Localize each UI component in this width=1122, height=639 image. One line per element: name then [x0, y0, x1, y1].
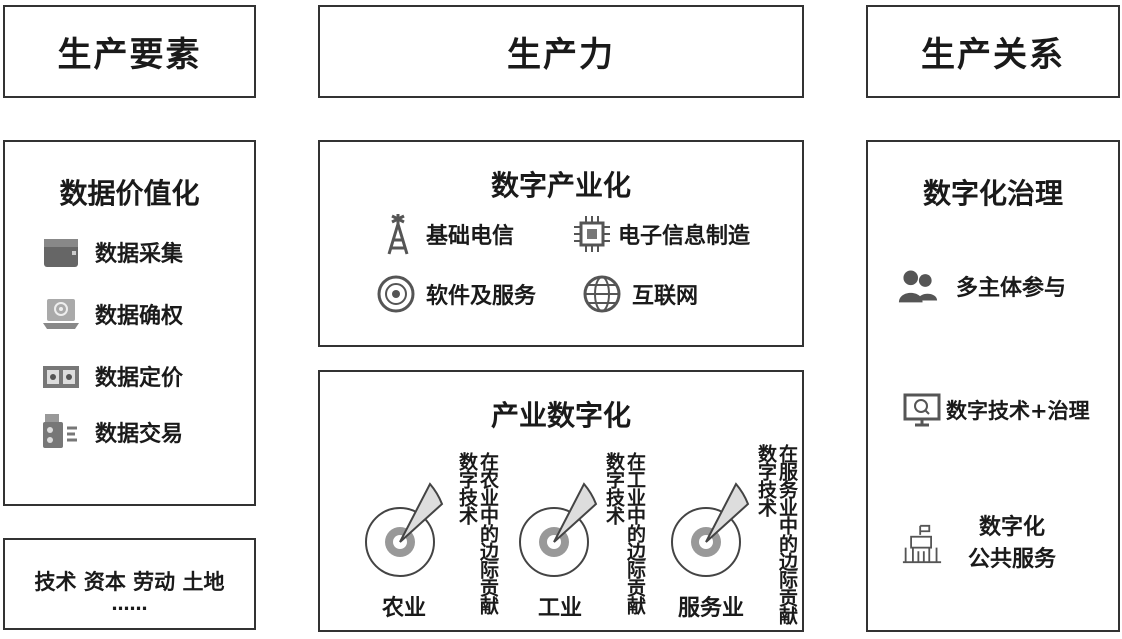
folder-icon [41, 234, 81, 270]
services-desc-col2: 在服务业中的边际贡献 [776, 444, 798, 624]
internet-item: 互联网 [582, 275, 698, 313]
data-trading-item: 数据交易 [41, 414, 183, 450]
monitor-search-icon [902, 392, 942, 428]
tech-governance-item: 数字技术+治理 [902, 392, 1090, 428]
agriculture-desc-col1: 数字技术 [456, 452, 478, 524]
traditional-factors-panel: 技术 资本 劳动 土地 …… [3, 538, 256, 630]
industry-label: 工业 [538, 596, 583, 621]
services-contribution-chart [671, 482, 750, 577]
tower-icon [378, 214, 418, 255]
people-icon [898, 268, 938, 304]
public-services-text: 数字化 公共服务 [968, 515, 1057, 572]
industry-desc-col2: 在工业中的边际贡献 [624, 452, 646, 614]
digital-industrialization-title: 数字产业化 [490, 169, 631, 202]
factors-list: 技术 资本 劳动 土地 [34, 570, 225, 594]
column-header-relations: 生产关系 [866, 5, 1120, 98]
digital-governance-title: 数字化治理 [922, 177, 1063, 210]
digital-industrialization-panel: 数字产业化 基础电信 电子信息制造 软件及服务 互联网 [318, 140, 804, 347]
industrial-digitalization-title: 产业数字化 [490, 399, 631, 432]
public-services-item: 数字化 公共服务 [902, 512, 1056, 576]
data-rights-item: 数据确权 [41, 296, 183, 332]
column-header-productivity: 生产力 [318, 5, 804, 98]
data-valorization-panel: 数据价值化 数据采集 数据确权 数据定价 数据交易 [3, 140, 256, 506]
basic-telecom-item: 基础电信 [378, 214, 514, 255]
disc-icon [376, 275, 416, 313]
price-tag-icon [41, 358, 81, 394]
digital-governance-panel: 数字化治理 多主体参与 数字技术+治理 数字化 公共服务 [866, 140, 1120, 632]
software-services-item: 软件及服务 [376, 275, 536, 313]
services-label: 服务业 [678, 596, 745, 621]
public-building-icon [902, 524, 942, 564]
column-header-elements: 生产要素 [3, 5, 256, 98]
industry-desc-col1: 数字技术 [603, 452, 625, 524]
factors-ellipsis: …… [111, 594, 148, 615]
services-desc-col1: 数字技术 [755, 444, 777, 516]
electronics-manufacturing-item: 电子信息制造 [572, 216, 750, 252]
agriculture-desc-col2: 在农业中的边际贡献 [477, 452, 499, 614]
chip-icon [572, 216, 612, 252]
industry-contribution-chart [519, 482, 598, 577]
multi-party-item: 多主体参与 [898, 268, 1066, 304]
data-valorization-title: 数据价值化 [59, 177, 200, 210]
laptop-rights-icon [41, 296, 81, 332]
agriculture-contribution-chart [365, 482, 444, 577]
exchange-icon [41, 414, 81, 450]
industrial-digitalization-panel: 产业数字化 农业 在农业中的边际贡献 数字技术 工业 在工业中的边际贡献 数字技… [318, 370, 804, 632]
globe-icon [582, 275, 622, 313]
agriculture-label: 农业 [382, 596, 427, 621]
data-pricing-item: 数据定价 [41, 358, 183, 394]
data-collection-item: 数据采集 [41, 234, 183, 270]
